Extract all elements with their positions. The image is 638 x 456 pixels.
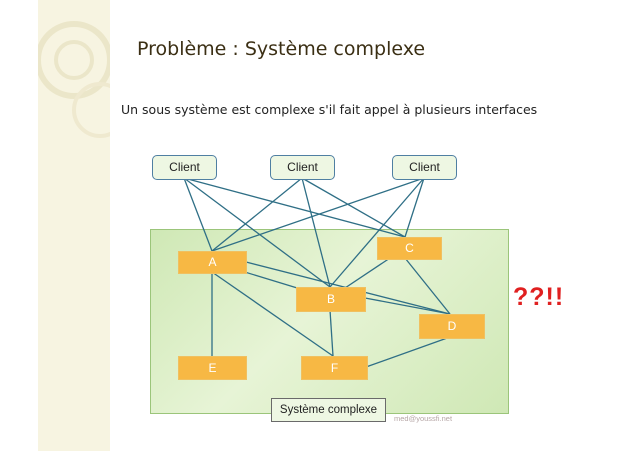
client-box-3: Client: [392, 155, 457, 180]
edge-a-f: [211, 271, 334, 357]
edge-client3-b: [329, 177, 425, 288]
subsystem-label: Système complexe: [271, 398, 386, 422]
node-e: E: [178, 356, 247, 380]
edge-client3-a: [211, 177, 425, 252]
footer-email: med@youssfi.net: [394, 414, 453, 423]
node-f: F: [301, 356, 368, 380]
left-decoration-band: [35, 0, 128, 451]
slide-subtitle: Un sous système est complexe s'il fait a…: [121, 102, 538, 117]
node-d: D: [419, 314, 485, 339]
client-box-2: Client: [270, 155, 335, 180]
node-c: C: [377, 237, 442, 260]
edge-client1-c: [183, 177, 406, 238]
edge-b-d: [364, 297, 451, 315]
edge-client2-a: [211, 177, 303, 252]
edge-b-f: [329, 309, 334, 357]
node-b: B: [296, 287, 366, 312]
node-a: A: [178, 251, 247, 274]
edge-client3-c: [404, 177, 425, 238]
edge-client1-b: [183, 177, 331, 288]
slide-title: Problème : Système complexe: [137, 38, 426, 60]
edge-c-d: [404, 257, 451, 315]
alert-annotation: ??!!: [513, 283, 565, 311]
edge-client2-c: [301, 177, 406, 238]
client-box-1: Client: [152, 155, 217, 180]
edge-client2-b: [301, 177, 331, 288]
edge-d-f: [365, 336, 451, 368]
edge-client1-a: [183, 177, 213, 252]
